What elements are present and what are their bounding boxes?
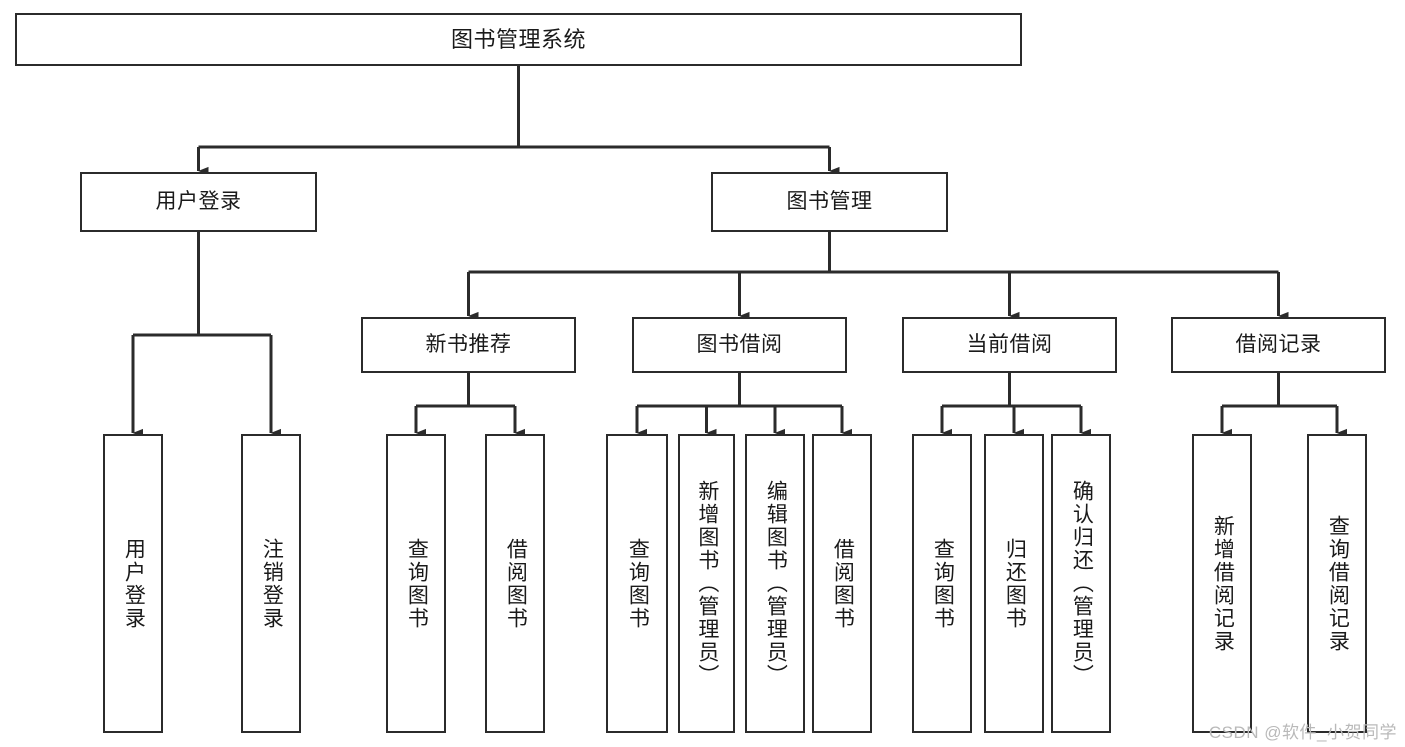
node-label-leaf-borrow-book: 借阅图书 (831, 537, 855, 630)
node-label-leaf-user-login: 用户登录 (122, 537, 146, 630)
node-leaf-user-logout[interactable]: 注销登录 (241, 434, 301, 733)
node-label-leaf-query-record: 查询借阅记录 (1326, 514, 1350, 653)
node-label-leaf-query-book-borrow: 查询图书 (626, 537, 650, 630)
node-leaf-query-record[interactable]: 查询借阅记录 (1307, 434, 1367, 733)
node-new-book-rec[interactable]: 新书推荐 (361, 317, 576, 373)
node-leaf-confirm-return[interactable]: 确认归还（管理员） (1051, 434, 1111, 733)
node-label-leaf-query-book-cur: 查询图书 (931, 537, 955, 630)
connector-group (131, 66, 1348, 438)
node-leaf-query-book-rec[interactable]: 查询图书 (386, 434, 446, 733)
node-label-user-login: 用户登录 (155, 189, 242, 213)
node-borrow-record[interactable]: 借阅记录 (1171, 317, 1386, 373)
watermark-text: CSDN @软件_小贺同学 (1208, 723, 1397, 742)
node-label-leaf-query-book-rec: 查询图书 (405, 537, 429, 630)
node-label-root: 图书管理系统 (450, 26, 586, 52)
node-label-borrow-record: 借阅记录 (1235, 332, 1322, 356)
node-leaf-add-record[interactable]: 新增借阅记录 (1192, 434, 1252, 733)
node-leaf-borrow-book[interactable]: 借阅图书 (812, 434, 872, 733)
node-label-current-borrow: 当前借阅 (966, 332, 1053, 356)
node-label-leaf-user-logout: 注销登录 (260, 537, 284, 630)
node-root[interactable]: 图书管理系统 (15, 13, 1022, 66)
node-label-leaf-return-book: 归还图书 (1003, 537, 1027, 630)
node-leaf-add-book[interactable]: 新增图书（管理员） (678, 434, 735, 733)
node-leaf-borrow-book-rec[interactable]: 借阅图书 (485, 434, 545, 733)
node-leaf-query-book-cur[interactable]: 查询图书 (912, 434, 972, 733)
node-label-leaf-borrow-book-rec: 借阅图书 (504, 537, 528, 630)
node-current-borrow[interactable]: 当前借阅 (902, 317, 1117, 373)
node-label-leaf-add-record: 新增借阅记录 (1211, 514, 1235, 653)
node-book-borrow[interactable]: 图书借阅 (632, 317, 847, 373)
node-label-leaf-confirm-return: 确认归还（管理员） (1070, 480, 1094, 687)
node-leaf-user-login[interactable]: 用户登录 (103, 434, 163, 733)
node-book-manage[interactable]: 图书管理 (711, 172, 948, 232)
node-leaf-return-book[interactable]: 归还图书 (984, 434, 1044, 733)
node-user-login[interactable]: 用户登录 (80, 172, 317, 232)
node-label-new-book-rec: 新书推荐 (425, 332, 512, 356)
node-label-book-borrow: 图书借阅 (696, 332, 783, 356)
node-label-leaf-add-book: 新增图书（管理员） (695, 480, 719, 687)
node-leaf-edit-book[interactable]: 编辑图书（管理员） (745, 434, 805, 733)
node-label-book-manage: 图书管理 (786, 189, 873, 213)
node-leaf-query-book-borrow[interactable]: 查询图书 (606, 434, 668, 733)
node-label-leaf-edit-book: 编辑图书（管理员） (764, 480, 788, 687)
